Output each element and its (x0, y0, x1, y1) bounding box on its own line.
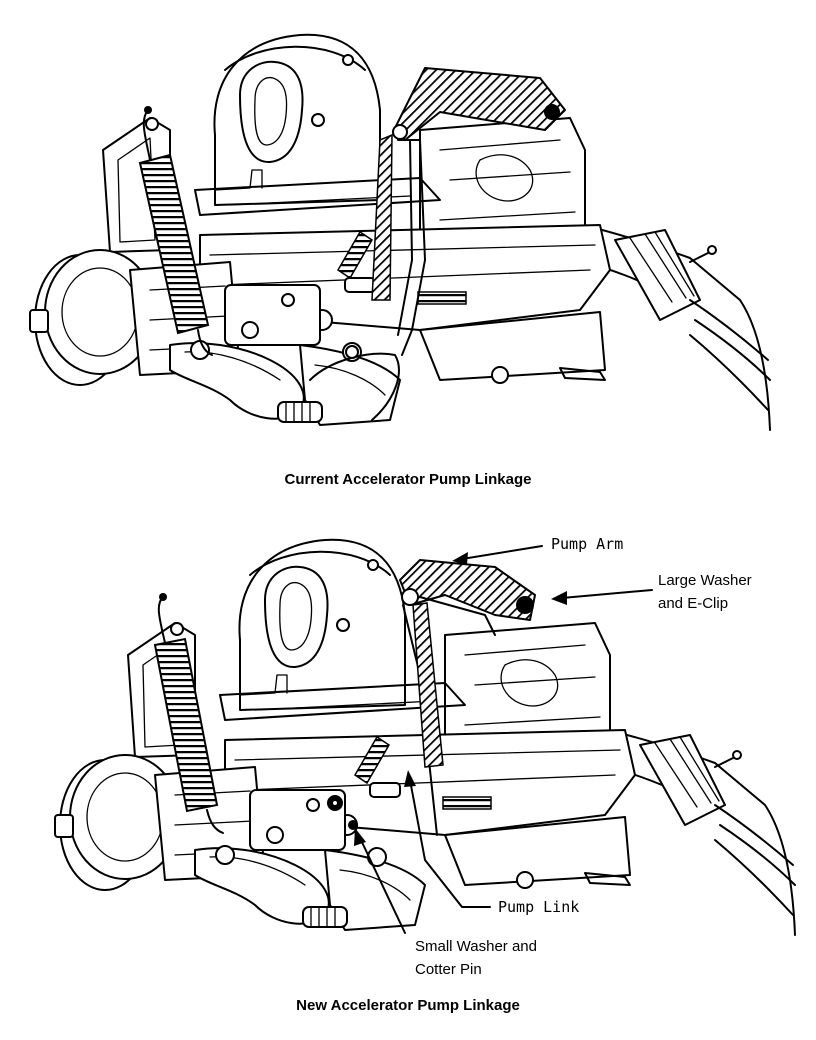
label-pump-arm: Pump Arm (551, 535, 624, 553)
current-linkage-drawing (29, 33, 771, 432)
label-large-washer-line1: Large Washer (658, 572, 752, 589)
label-small-washer-line2: Cotter Pin (415, 961, 482, 978)
label-pump-link: Pump Link (498, 898, 580, 916)
new-linkage-drawing (54, 538, 796, 936)
label-small-washer-line1: Small Washer and (415, 938, 537, 955)
callout-leaders (354, 545, 653, 934)
figure-caption-new: New Accelerator Pump Linkage (296, 997, 520, 1014)
label-large-washer-line2: and E-Clip (658, 595, 729, 612)
figure-caption-current: Current Accelerator Pump Linkage (284, 471, 532, 488)
